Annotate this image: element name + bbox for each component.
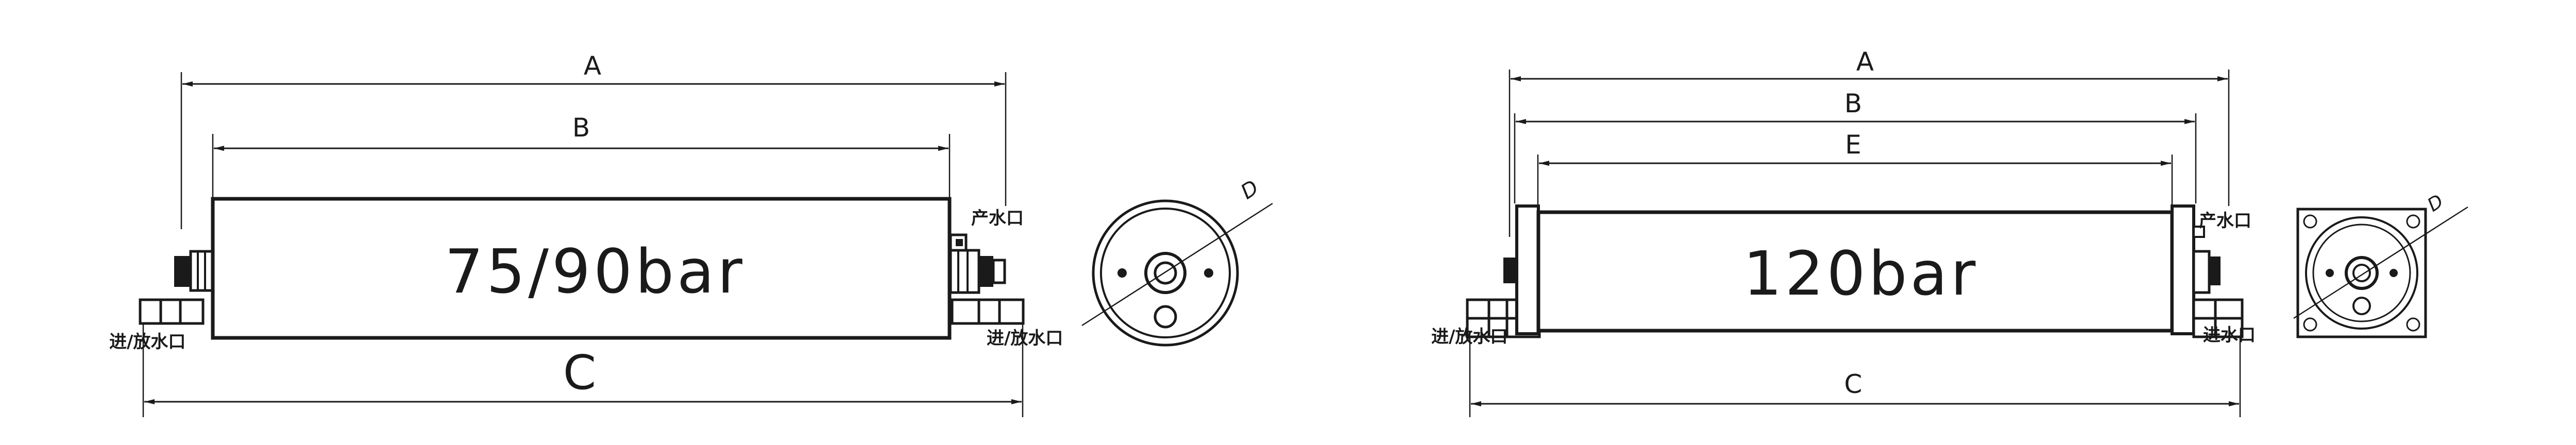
left-dim-c-label: C — [563, 345, 596, 400]
left-inlet-drain-label-right: 进/放水口 — [987, 328, 1063, 349]
right-fitting-right — [2192, 250, 2211, 294]
right-dim-c-label: C — [1844, 369, 1862, 399]
right-dim-e-label: E — [1845, 130, 1861, 160]
left-endcap-fitting-left — [189, 250, 214, 292]
right-dim-b-label: B — [1844, 89, 1862, 118]
left-inlet-pipe-left — [139, 298, 205, 325]
left-endcap-fitting-right — [949, 249, 980, 294]
left-end-view-outer — [1092, 199, 1239, 347]
left-inlet-drain-label: 进/放水口 — [109, 332, 185, 352]
left-end-view-lower-port — [1154, 305, 1177, 329]
right-end-view-center-port — [2345, 256, 2379, 290]
left-dim-b-label: B — [572, 113, 590, 143]
left-end-view-rim — [1100, 208, 1231, 338]
right-inlet-pipe-right-top — [2192, 298, 2244, 320]
right-vessel-rating: 120bar — [1743, 238, 1979, 309]
right-outlet-port — [2193, 226, 2205, 238]
left-inlet-pipe-right — [951, 298, 1025, 325]
right-end-view-outer — [2305, 216, 2418, 330]
left-diameter-line — [1081, 202, 1273, 327]
left-end-view-bolt-left — [1117, 268, 1127, 278]
right-nut-right — [2209, 256, 2221, 285]
right-inlet-pipe-right-bottom — [2192, 317, 2244, 338]
left-nut-right — [979, 256, 993, 287]
right-diameter-line — [2293, 206, 2468, 319]
right-flange-left — [1515, 204, 1540, 335]
right-inlet-label-right: 进水口 — [2203, 325, 2256, 346]
right-vessel-drawing: A B E C 120bar 产水口 进/放水口 进水口 — [1431, 47, 2468, 417]
left-outlet-label: 产水口 — [971, 208, 1024, 229]
left-vessel-rating: 75/90bar — [445, 236, 745, 307]
left-nut-left — [174, 256, 191, 287]
right-inlet-drain-label: 进/放水口 — [1431, 327, 1507, 347]
left-vessel-body — [211, 197, 952, 340]
right-end-view-lower-port — [2352, 297, 2371, 315]
right-vessel-body — [1536, 210, 2174, 333]
right-end-view-rim — [2312, 224, 2411, 322]
right-dim-a-label: A — [1856, 47, 1874, 77]
right-outlet-label: 产水口 — [2199, 211, 2251, 231]
right-end-view-bolt-right — [2389, 269, 2398, 277]
left-vessel-drawing: A B C 75/90bar 产水口 进/放水口 进/放水口 — [109, 51, 1273, 417]
right-flange-right — [2171, 204, 2195, 335]
right-end-view: D — [2293, 191, 2468, 338]
left-end-view-bolt-right — [1204, 268, 1213, 278]
left-diameter-symbol: D — [1236, 176, 1263, 204]
right-end-view-bolt-left — [2326, 269, 2334, 277]
left-end-view-center-port — [1144, 252, 1187, 294]
right-nut-left — [1503, 258, 1517, 283]
right-diameter-symbol: D — [2424, 191, 2448, 216]
left-end-view: D — [1081, 176, 1273, 347]
left-dim-a-label: A — [584, 51, 601, 81]
